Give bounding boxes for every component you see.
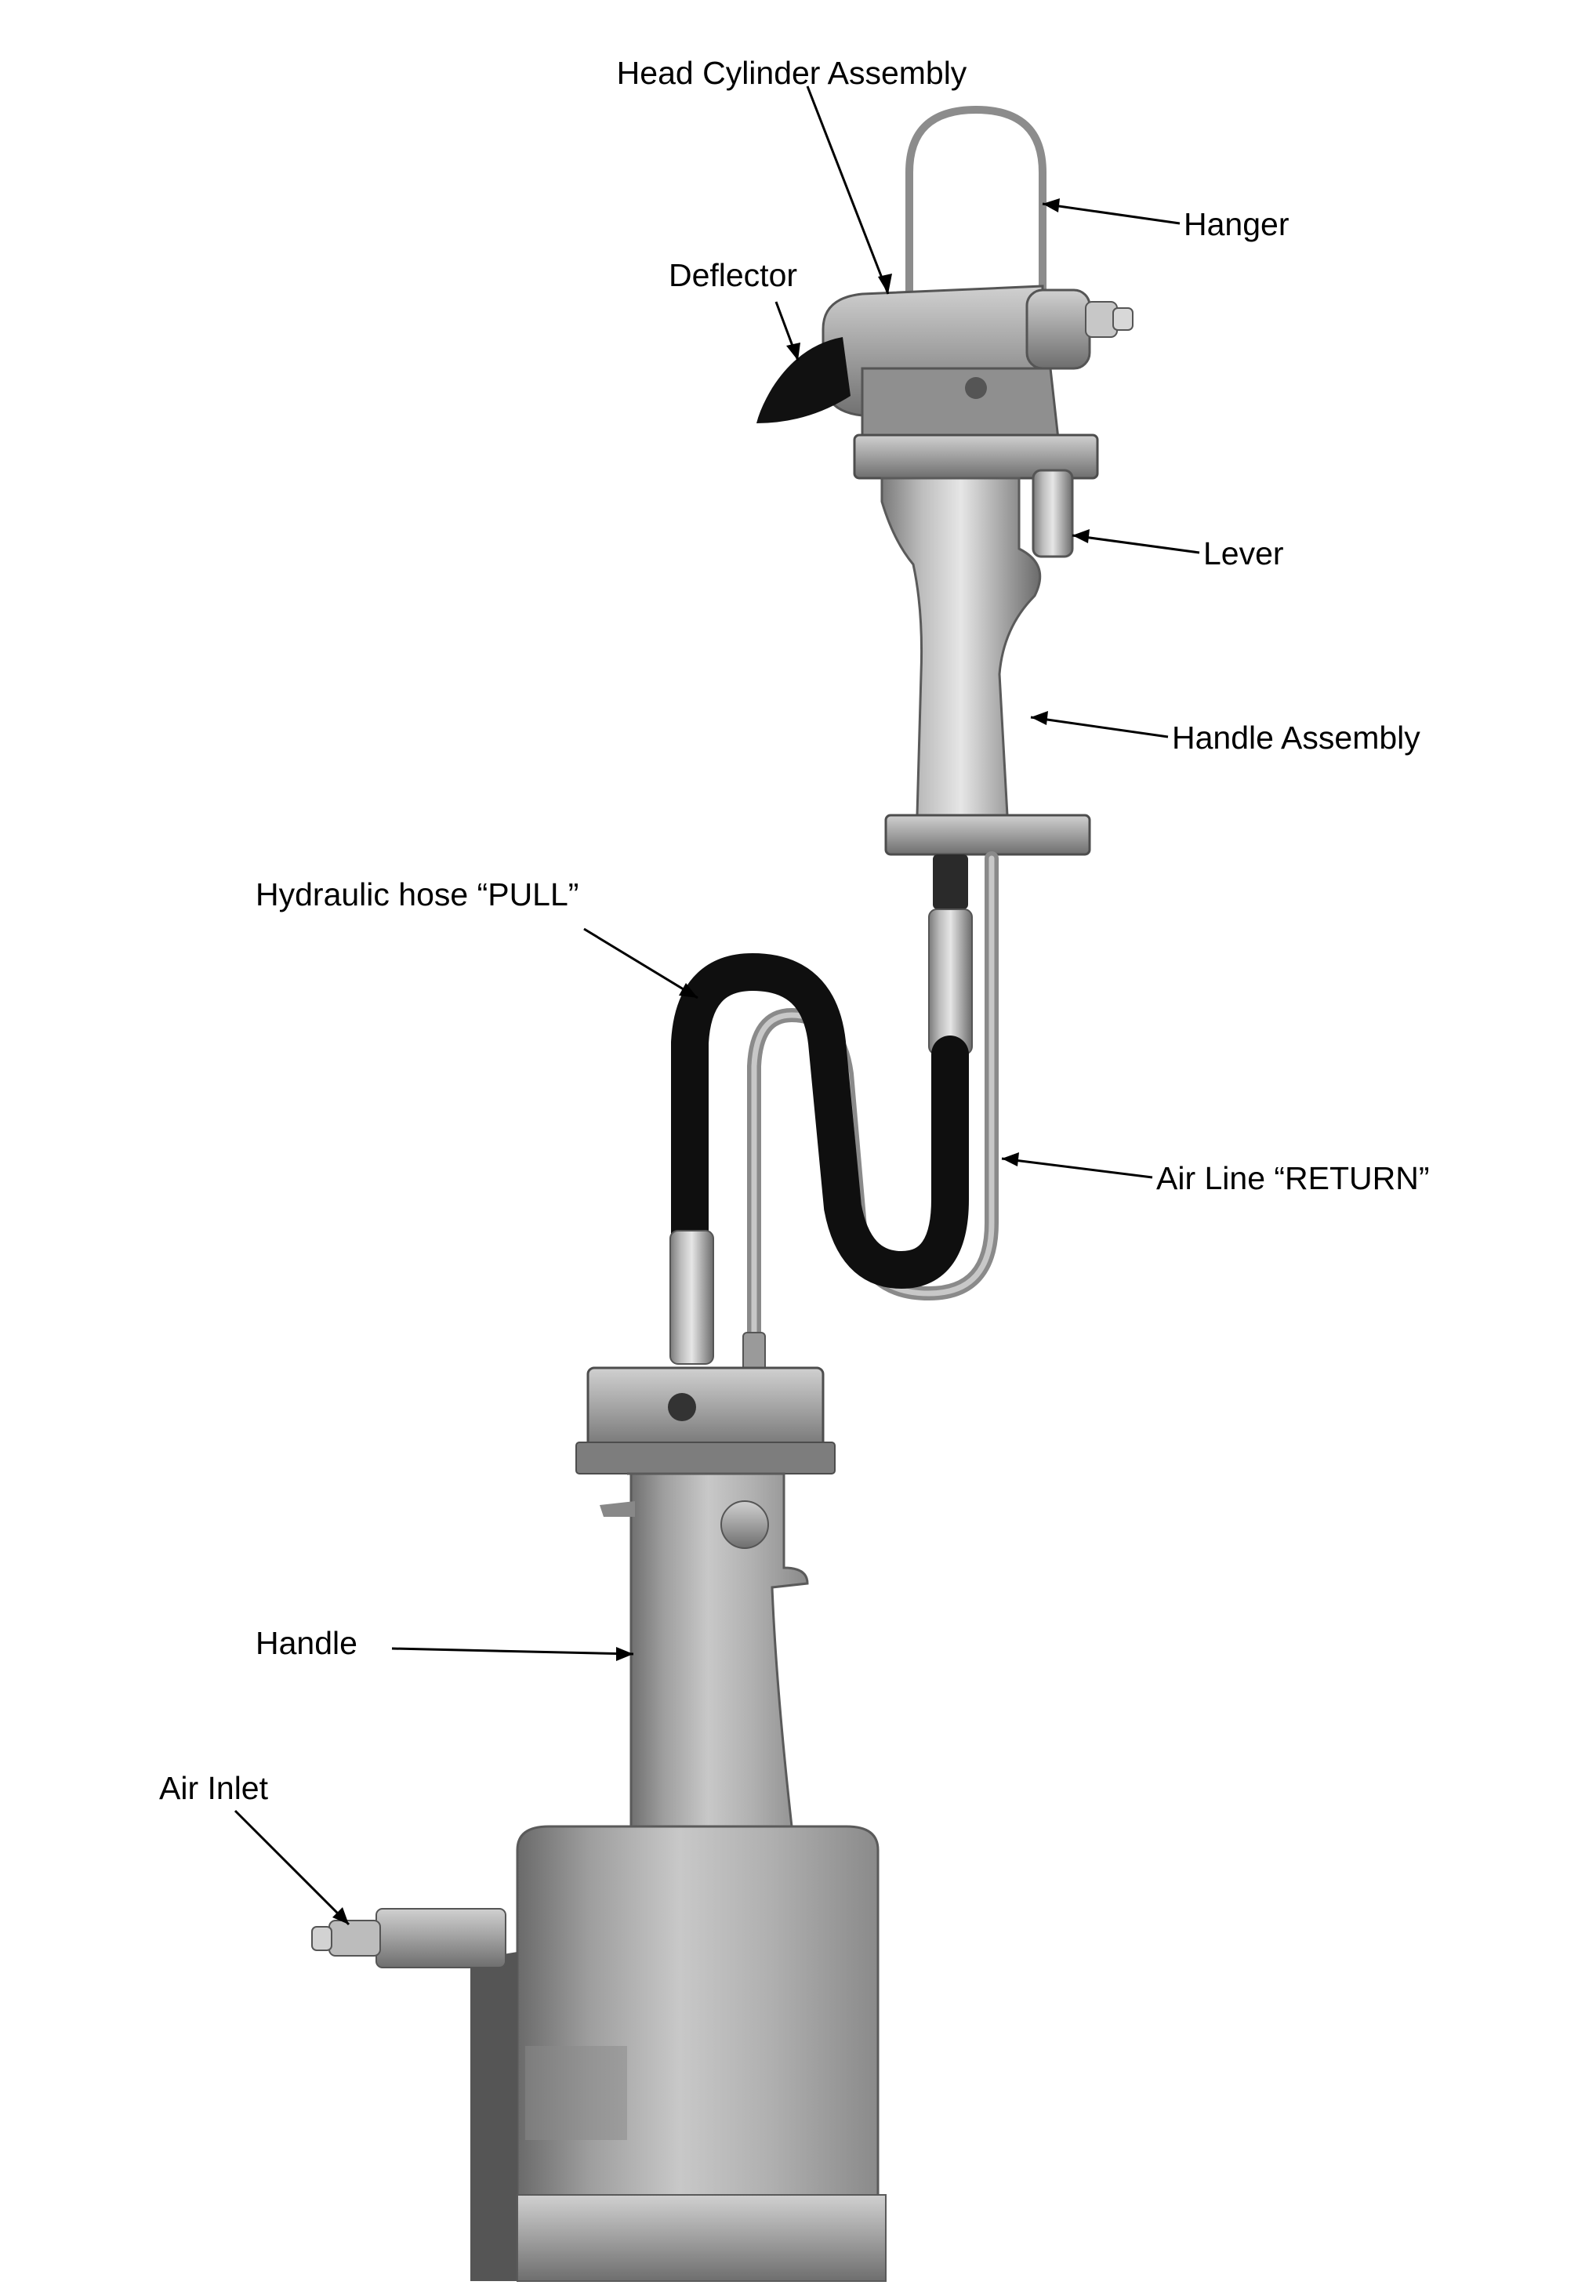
leader-hanger (1042, 202, 1181, 225)
leader-hydraulic-hose (583, 927, 698, 999)
air-inlet-fitting (375, 1908, 506, 1968)
handle-grip (880, 477, 1042, 817)
leader-handle (391, 1647, 634, 1656)
hydraulic-pull-hose (671, 952, 969, 1289)
leader-lever (1072, 534, 1200, 554)
label-handle-assembly: Handle Assembly (1172, 720, 1420, 756)
label-hanger: Hanger (1184, 206, 1289, 242)
leader-air-inlet (234, 1809, 350, 1926)
leader-handle-assembly (1030, 716, 1169, 738)
cylinder-body (516, 1825, 880, 2259)
label-deflector: Deflector (669, 257, 797, 293)
label-handle: Handle (256, 1625, 357, 1661)
column-handle (627, 1472, 809, 1828)
hanger-wire (905, 105, 1046, 439)
label-head-cylinder-assembly: Head Cylinder Assembly (617, 55, 967, 91)
label-hydraulic-hose-pull: Hydraulic hose “PULL” (256, 876, 579, 912)
deflector-shape (756, 337, 851, 423)
label-air-line-return: Air Line “RETURN” (1156, 1160, 1430, 1196)
label-lever: Lever (1203, 535, 1284, 571)
label-air-inlet: Air Inlet (159, 1770, 269, 1806)
callout-labels: Head Cylinder Assembly Hanger Deflector … (159, 55, 1430, 1806)
handle-base (884, 814, 1091, 856)
leader-lines (234, 85, 1200, 1926)
lower-unit-illustration (311, 1366, 887, 2282)
top-block (586, 1366, 825, 1456)
hose-illustration (669, 851, 999, 1373)
upper-tool-illustration (756, 105, 1134, 1055)
lever-shape (1032, 469, 1074, 558)
head-nose (1025, 288, 1091, 370)
leader-air-line (1001, 1157, 1153, 1179)
leader-head-cylinder (806, 85, 890, 295)
